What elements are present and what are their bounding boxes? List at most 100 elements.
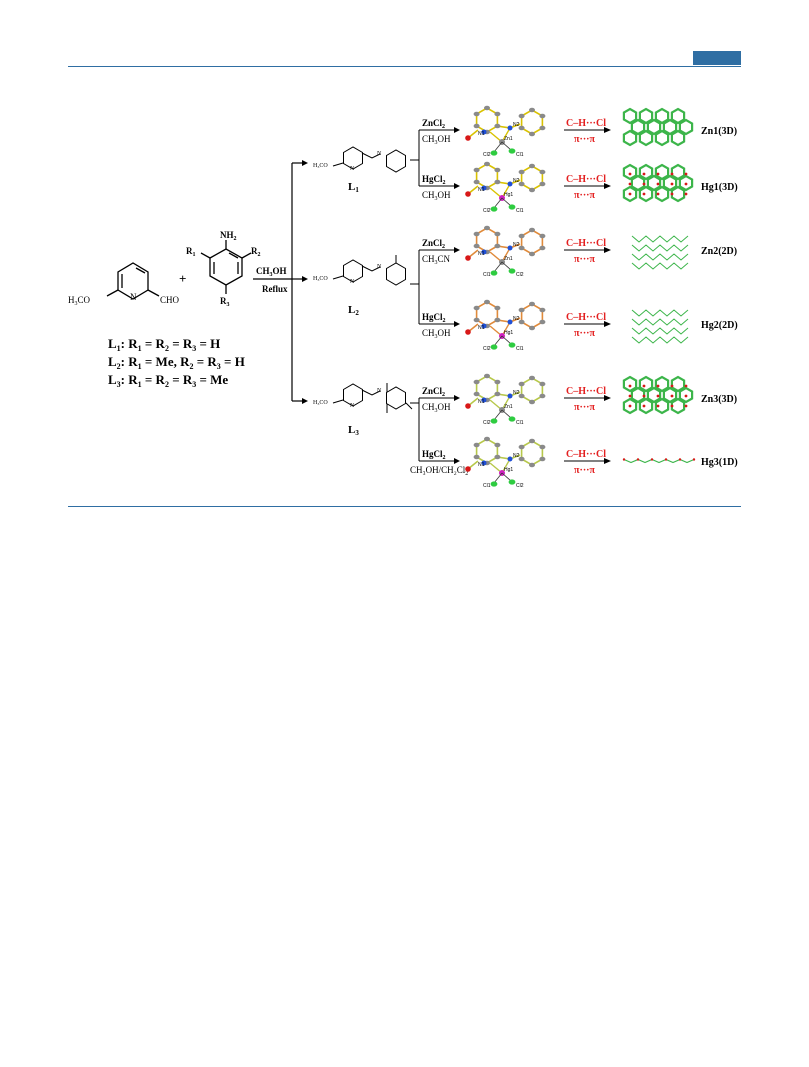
atom-label: N1: [478, 462, 485, 468]
reagent-arrowhead: [454, 183, 460, 189]
reagent-label: ZnCl2: [422, 386, 445, 398]
supramolecular-network: [622, 107, 694, 147]
atom-label: Zn1: [504, 404, 513, 410]
solvent-label: CH3OH: [422, 190, 451, 202]
atom-label: Cl2: [483, 420, 491, 426]
atom-label: N1: [478, 399, 485, 405]
product-label: Hg3(1D): [701, 457, 738, 468]
reagent-arrowhead: [454, 458, 460, 464]
solvent-label: CH3OH: [422, 134, 451, 146]
interaction-ch-cl: C–H···Cl: [566, 312, 606, 323]
reagent-label: HgCl2: [422, 449, 446, 461]
atom-label: Cl1: [516, 152, 524, 158]
interaction-arrowhead: [604, 247, 611, 253]
atom-label: N2: [513, 453, 520, 459]
product-label: Hg2(2D): [701, 320, 738, 331]
aniline-nh2-label: NH2: [220, 230, 237, 242]
interaction-arrowhead: [604, 127, 611, 133]
atom-label: N1: [478, 187, 485, 193]
atom-label: Cl2: [483, 152, 491, 158]
interaction-ch-cl: C–H···Cl: [566, 174, 606, 185]
top-rule: [68, 66, 741, 67]
ligand-1-n-ring: N: [350, 166, 355, 172]
main-condition-top: CH3OH: [256, 266, 287, 278]
atom-label: N1: [478, 325, 485, 331]
atom-label: N2: [513, 178, 520, 184]
ligand-definitions: L1: R1 = R2 = R3 = H L2: R1 = Me, R2 = R…: [108, 336, 245, 389]
atom-label: N2: [513, 390, 520, 396]
interaction-arrowhead: [604, 458, 611, 464]
atom-label: Cl1: [516, 346, 524, 352]
interaction-ch-cl: C–H···Cl: [566, 238, 606, 249]
interaction-pi-pi: π···π: [574, 402, 595, 413]
atom-label: Hg1: [504, 192, 513, 198]
aniline-r2-label: R2: [251, 246, 261, 258]
reagent-arrowhead: [454, 127, 460, 133]
interaction-pi-pi: π···π: [574, 190, 595, 201]
interaction-ch-cl: C–H···Cl: [566, 386, 606, 397]
atom-label: Cl1: [483, 483, 491, 489]
ligand-2-h3co: H₃CO: [313, 276, 328, 282]
interaction-arrowhead: [604, 321, 611, 327]
product-label: Zn3(3D): [701, 394, 737, 405]
ligand-1-label: L1: [348, 181, 359, 194]
branch-fork-2: [410, 250, 420, 324]
solvent-label: CH3OH: [422, 328, 451, 340]
interaction-pi-pi: π···π: [574, 254, 595, 265]
atom-label: Cl1: [516, 420, 524, 426]
plus-sign: +: [179, 271, 186, 286]
atom-label: Cl1: [483, 272, 491, 278]
supramolecular-network: [622, 375, 694, 415]
reactant-aniline: [200, 240, 252, 294]
supramolecular-network: [622, 458, 696, 464]
ligand-splitter: [291, 162, 304, 402]
atom-label: N2: [513, 242, 520, 248]
branch-fork-3: [410, 398, 420, 461]
supramolecular-network: [631, 309, 689, 344]
splitter-arrowheads: [302, 160, 308, 404]
supramolecular-network: [631, 235, 689, 270]
ligand-def-3: L3: R1 = R2 = R3 = Me: [108, 372, 228, 389]
aldehyde-h3co-label: H3CO: [68, 295, 91, 307]
bottom-rule: [68, 506, 741, 507]
aniline-r1-label: R1: [186, 246, 196, 258]
reagent-arrowhead: [454, 247, 460, 253]
atom-label: Zn1: [504, 136, 513, 142]
solvent-label: CH3CN: [422, 254, 451, 266]
main-condition-bottom: Reflux: [262, 284, 288, 294]
header-tab: [693, 51, 741, 65]
reagent-label: HgCl2: [422, 174, 446, 186]
product-label: Zn2(2D): [701, 246, 737, 257]
supramolecular-network: [622, 163, 694, 203]
interaction-arrowhead: [604, 183, 611, 189]
ligand-def-2: L2: R1 = Me, R2 = R3 = H: [108, 354, 245, 371]
reagent-label: ZnCl2: [422, 238, 445, 250]
aniline-r3-label: R3: [220, 296, 230, 308]
ligand-2-n-ring: N: [350, 279, 355, 285]
ligand-3-label: L3: [348, 424, 359, 437]
interaction-pi-pi: π···π: [574, 134, 595, 145]
ligand-1-n-imine: N: [377, 151, 382, 157]
atom-label: N2: [513, 122, 520, 128]
interaction-ch-cl: C–H···Cl: [566, 118, 606, 129]
ligand-2-label: L2: [348, 304, 359, 317]
reagent-arrowhead: [454, 321, 460, 327]
atom-label: Zn1: [504, 256, 513, 262]
interaction-pi-pi: π···π: [574, 465, 595, 476]
interaction-arrowhead: [604, 395, 611, 401]
ligand-3-n-imine: N: [377, 388, 382, 394]
